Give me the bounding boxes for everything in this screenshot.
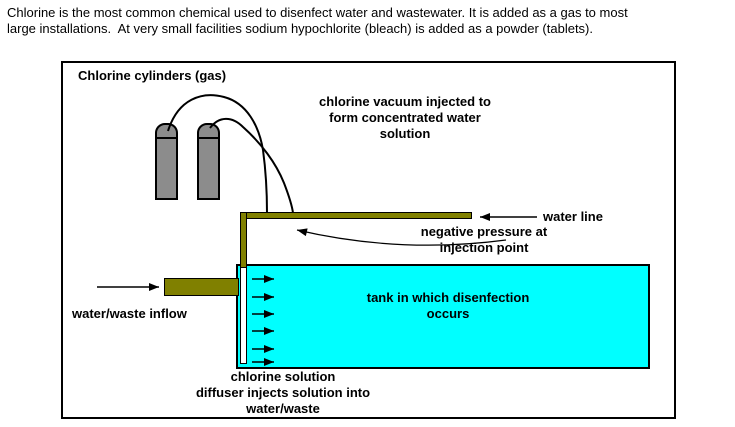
water-line-label: water line [543,209,603,224]
gas-tube-right [209,117,294,214]
water-line-pipe [240,212,472,219]
chlorine-cylinder-left-icon [155,123,178,200]
vacuum-injection-label: chlorine vacuum injected to form concent… [319,94,491,141]
gas-tube-left [167,94,268,214]
cylinders-label: Chlorine cylinders (gas) [78,68,227,83]
negative-pressure-label: negative pressure at injection point [420,224,548,255]
disinfection-tank [236,264,650,369]
diffuser-label: chlorine solution diffuser injects solut… [195,369,371,416]
injection-riser-pipe [240,212,247,268]
chlorine-cylinder-right-icon [197,123,220,200]
intro-text: Chlorine is the most common chemical use… [7,5,628,36]
inflow-label: water/waste inflow [72,306,187,321]
tank-label: tank in which disenfection occurs [366,290,530,321]
inflow-pipe [164,278,239,296]
negative-pressure-arrow [296,228,507,246]
